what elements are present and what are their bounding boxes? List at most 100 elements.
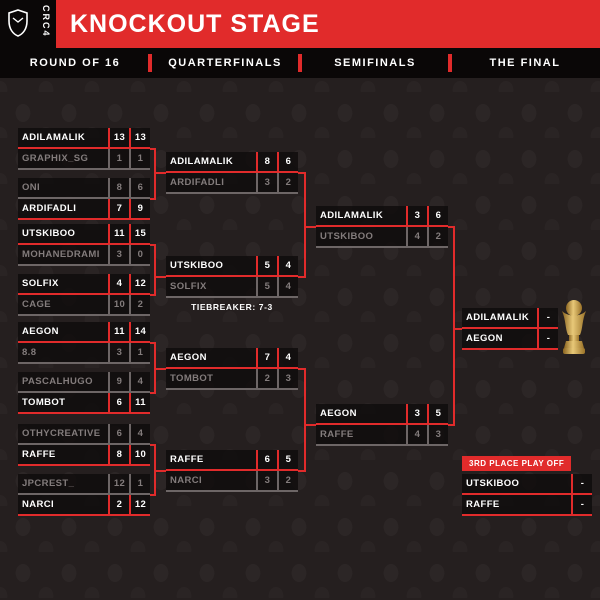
player-name: RAFFE — [22, 449, 56, 460]
player-name: MOHANEDRAMI — [22, 249, 100, 260]
bracket-connector — [150, 342, 156, 344]
score-leg2: 6 — [277, 152, 298, 171]
round-separator — [298, 54, 302, 72]
score: - — [537, 329, 558, 348]
score-leg1: 7 — [108, 199, 129, 218]
score-leg2: 3 — [277, 369, 298, 388]
score: - — [537, 308, 558, 327]
score: - — [571, 495, 592, 514]
score-leg2: 6 — [129, 178, 150, 197]
score-leg2: 4 — [129, 424, 150, 443]
match-row: NARCI 2 12 — [18, 495, 150, 516]
score: - — [571, 474, 592, 493]
match-row: TOMBOT 2 3 — [166, 369, 298, 390]
match-row: UTSKIBOO 4 2 — [316, 227, 448, 248]
crest-logo-icon — [7, 9, 29, 42]
match-row: AEGON 11 14 — [18, 322, 150, 343]
round-separator — [148, 54, 152, 72]
player-name: ARDIFADLI — [22, 203, 77, 214]
score-leg2: 6 — [427, 206, 448, 225]
match-r16-7: OTHYCREATIVE 6 4 RAFFE 8 10 — [18, 424, 150, 466]
match-row: GRAPHIX_SG 1 1 — [18, 149, 150, 170]
player-name: ARDIFADLI — [170, 177, 225, 188]
score-leg2: 13 — [129, 128, 150, 147]
match-r16-8: JPCREST_ 12 1 NARCI 2 12 — [18, 474, 150, 516]
match-qf-1: ADILAMALIK 8 6 ARDIFADLI 3 2 — [166, 152, 298, 194]
player-name: TOMBOT — [170, 373, 214, 384]
logo-block: CRC4 — [0, 0, 56, 48]
match-row: 8.8 3 1 — [18, 343, 150, 364]
bracket-connector — [304, 172, 306, 278]
match-r16-3: UTSKIBOO 11 15 MOHANEDRAMI 3 0 — [18, 224, 150, 266]
bracket-connector — [150, 294, 156, 296]
player-name: AEGON — [320, 408, 357, 419]
match-row: RAFFE 4 3 — [316, 425, 448, 446]
score-leg1: 3 — [256, 173, 277, 192]
score-leg1: 3 — [108, 343, 129, 362]
bracket-connector — [154, 244, 156, 296]
match-row: UTSKIBOO 5 4 — [166, 256, 298, 277]
round-label-semifinals: SEMIFINALS — [334, 57, 416, 69]
player-name: NARCI — [22, 499, 55, 510]
match-sf-2: AEGON 3 5 RAFFE 4 3 — [316, 404, 448, 446]
score-leg2: 2 — [277, 471, 298, 490]
score-leg2: 11 — [129, 393, 150, 412]
match-r16-4: SOLFIX 4 12 CAGE 10 2 — [18, 274, 150, 316]
bracket-connector — [154, 470, 166, 472]
score-leg2: 1 — [129, 149, 150, 168]
player-name: UTSKIBOO — [170, 260, 224, 271]
round-label-round-of-16: ROUND OF 16 — [29, 57, 121, 69]
match-row: JPCREST_ 12 1 — [18, 474, 150, 495]
logo-text: CRC4 — [41, 5, 51, 38]
score-leg2: 4 — [277, 348, 298, 367]
match-row: OTHYCREATIVE 6 4 — [18, 424, 150, 445]
third-place-banner: 3RD PLACE PLAY OFF — [462, 456, 572, 471]
bracket-connector — [448, 424, 455, 426]
match-row: MOHANEDRAMI 3 0 — [18, 245, 150, 266]
match-row: NARCI 3 2 — [166, 471, 298, 492]
score-leg2: 4 — [277, 277, 298, 296]
match-row: ARDIFADLI 3 2 — [166, 173, 298, 194]
bracket-connector — [304, 368, 306, 472]
bracket-connector — [150, 198, 156, 200]
match-row: RAFFE 8 10 — [18, 445, 150, 466]
match-r16-1: ADILAMALIK 13 13 GRAPHIX_SG 1 1 — [18, 128, 150, 170]
match-qf-4: RAFFE 6 5 NARCI 3 2 — [166, 450, 298, 492]
match-r16-6: PASCALHUGO 9 4 TOMBOT 6 11 — [18, 372, 150, 414]
player-name: ONI — [22, 182, 41, 193]
score-leg1: 6 — [108, 393, 129, 412]
player-name: ADILAMALIK — [170, 156, 234, 167]
match-row: RAFFE 6 5 — [166, 450, 298, 471]
score-leg1: 7 — [256, 348, 277, 367]
bracket-connector — [298, 368, 306, 370]
match-third-place: UTSKIBOO - RAFFE - — [462, 474, 592, 516]
score-leg1: 11 — [108, 322, 129, 341]
bracket-connector — [154, 368, 166, 370]
match-row: AEGON - — [462, 329, 558, 350]
player-name: UTSKIBOO — [320, 231, 374, 242]
match-qf-2: UTSKIBOO 5 4 SOLFIX 5 4 — [166, 256, 298, 298]
score-leg2: 14 — [129, 322, 150, 341]
bracket-connector — [298, 172, 306, 174]
bracket-connector — [150, 392, 156, 394]
match-row: ADILAMALIK 13 13 — [18, 128, 150, 149]
header-bar: KNOCKOUT STAGE — [0, 0, 600, 48]
score-leg2: 10 — [129, 445, 150, 464]
score-leg1: 4 — [108, 274, 129, 293]
player-name: AEGON — [170, 352, 207, 363]
score-leg2: 15 — [129, 224, 150, 243]
player-name: GRAPHIX_SG — [22, 153, 89, 164]
score-leg1: 11 — [108, 224, 129, 243]
bracket-connector — [150, 244, 156, 246]
match-row: ONI 8 6 — [18, 178, 150, 199]
match-row: SOLFIX 5 4 — [166, 277, 298, 298]
score-leg1: 4 — [406, 227, 427, 246]
bracket-connector — [298, 276, 306, 278]
match-row: SOLFIX 4 12 — [18, 274, 150, 295]
player-name: TOMBOT — [22, 397, 66, 408]
bracket-connector — [154, 276, 166, 278]
player-name: RAFFE — [170, 454, 204, 465]
match-row: ADILAMALIK - — [462, 308, 558, 329]
match-row: ARDIFADLI 7 9 — [18, 199, 150, 220]
